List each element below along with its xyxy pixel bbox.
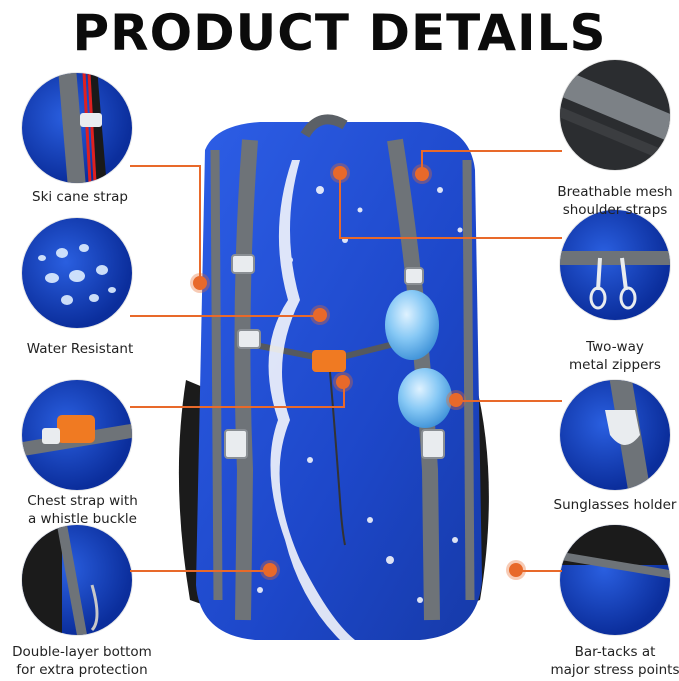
connector-mesh-vert bbox=[421, 150, 423, 174]
ski-cane-strap-image bbox=[22, 73, 132, 183]
connector-ski-cane bbox=[130, 165, 200, 167]
label-mesh-line1: Breathable mesh bbox=[557, 184, 673, 200]
label-bar-tacks: Bar-tacks at major stress points bbox=[545, 643, 679, 679]
connector-sunglasses bbox=[456, 400, 562, 402]
dot-ski-cane bbox=[193, 276, 207, 290]
label-bottom-line1: Double-layer bottom bbox=[12, 644, 152, 660]
page-title: PRODUCT DETAILS bbox=[72, 4, 607, 62]
dot-bartacks bbox=[509, 563, 523, 577]
connector-ski-cane-vert bbox=[199, 165, 201, 283]
label-zippers-line2: metal zippers bbox=[569, 357, 661, 373]
connector-chest bbox=[130, 406, 345, 408]
label-sunglasses-holder: Sunglasses holder bbox=[553, 497, 677, 513]
two-way-zippers-image bbox=[560, 210, 670, 320]
dot-mesh bbox=[415, 167, 429, 181]
label-water-resistant: Water Resistant bbox=[26, 341, 134, 357]
connector-mesh bbox=[422, 150, 562, 152]
dot-chest bbox=[336, 375, 350, 389]
connector-water bbox=[130, 315, 320, 317]
label-chest-strap-line2: a whistle buckle bbox=[27, 511, 137, 527]
sunglasses-holder-image bbox=[560, 380, 670, 490]
dot-bottom bbox=[263, 563, 277, 577]
connector-chest-vert bbox=[343, 382, 345, 408]
label-two-way-zippers: Two-way metal zippers bbox=[545, 338, 679, 374]
label-bartacks-line1: Bar-tacks at bbox=[574, 644, 656, 660]
mesh-straps-image bbox=[560, 60, 670, 170]
dot-water bbox=[313, 308, 327, 322]
dot-zippers bbox=[333, 166, 347, 180]
connector-zippers bbox=[340, 237, 562, 239]
label-chest-strap: Chest strap with a whistle buckle bbox=[5, 492, 160, 528]
connector-zippers-vert bbox=[339, 172, 341, 239]
label-ski-cane-strap: Ski cane strap bbox=[32, 189, 128, 205]
label-double-layer-bottom: Double-layer bottom for extra protection bbox=[2, 643, 162, 679]
chest-strap-image bbox=[22, 380, 132, 490]
label-mesh-line2: shoulder straps bbox=[562, 202, 668, 218]
double-layer-bottom-image bbox=[22, 525, 132, 635]
connector-bottom bbox=[130, 570, 270, 572]
label-zippers-line1: Two-way bbox=[586, 339, 644, 355]
label-mesh-straps: Breathable mesh shoulder straps bbox=[545, 183, 679, 219]
connector-bartacks bbox=[515, 570, 562, 572]
label-chest-strap-line1: Chest strap with bbox=[27, 493, 138, 509]
dot-sunglasses bbox=[449, 393, 463, 407]
label-bottom-line2: for extra protection bbox=[16, 662, 148, 678]
label-bartacks-line2: major stress points bbox=[550, 662, 679, 678]
bar-tacks-image bbox=[560, 525, 670, 635]
water-resistant-image bbox=[22, 218, 132, 328]
